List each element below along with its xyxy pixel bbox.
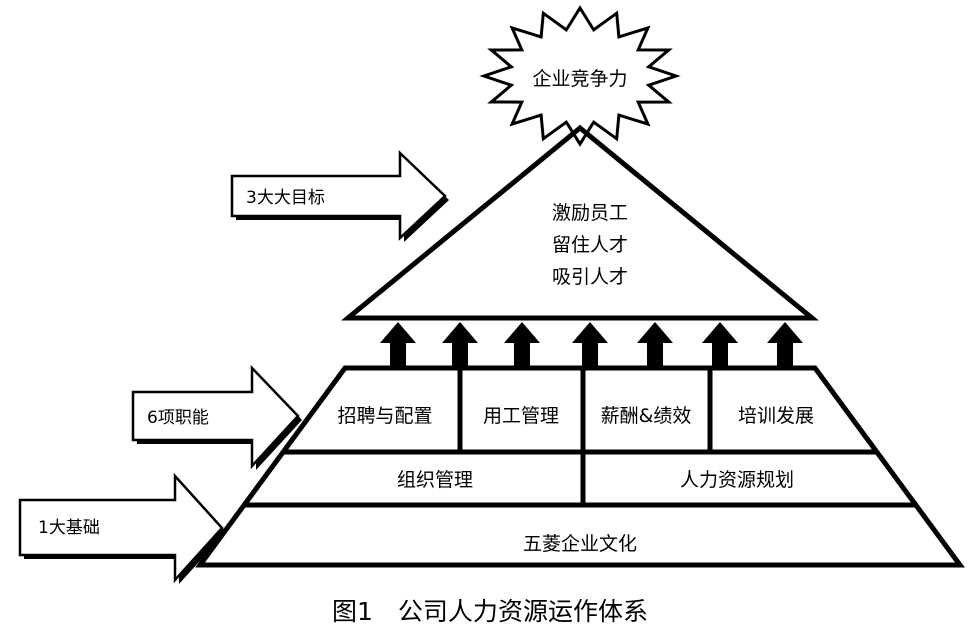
functions-arrow: 6项职能 [131, 364, 302, 470]
up-arrow-2 [442, 322, 478, 368]
foundation-arrow-label: 1大基础 [38, 518, 100, 538]
figure-caption: 图1 公司人力资源运作体系 [332, 597, 648, 626]
function-compensation: 薪酬&绩效 [601, 405, 692, 427]
organization-management: 组织管理 [397, 469, 473, 491]
up-arrows-group [380, 322, 803, 368]
pyramid-base [195, 365, 965, 568]
function-employment: 用工管理 [483, 405, 559, 427]
up-arrow-4 [572, 322, 608, 368]
apex-triangle [341, 124, 819, 321]
up-arrow-5 [637, 322, 673, 368]
apex-line-2: 留住人才 [552, 234, 628, 256]
up-arrow-7 [767, 322, 803, 368]
goals-arrow: 3大大目标 [230, 150, 449, 242]
goals-arrow-label: 3大大目标 [246, 188, 325, 208]
starburst-shape [479, 5, 681, 147]
apex-line-3: 吸引人才 [552, 266, 628, 288]
up-arrow-6 [702, 322, 738, 368]
starburst-label: 企业竞争力 [532, 68, 627, 90]
up-arrow-3 [504, 322, 540, 368]
apex-line-1: 激励员工 [552, 202, 628, 224]
function-training: 培训发展 [738, 405, 814, 427]
hr-planning: 人力资源规划 [680, 469, 794, 491]
corporate-culture: 五菱企业文化 [523, 533, 637, 555]
functions-arrow-label: 6项职能 [147, 408, 209, 428]
foundation-arrow: 1大基础 [18, 472, 226, 584]
up-arrow-1 [380, 322, 416, 368]
function-recruitment: 招聘与配置 [337, 405, 432, 427]
